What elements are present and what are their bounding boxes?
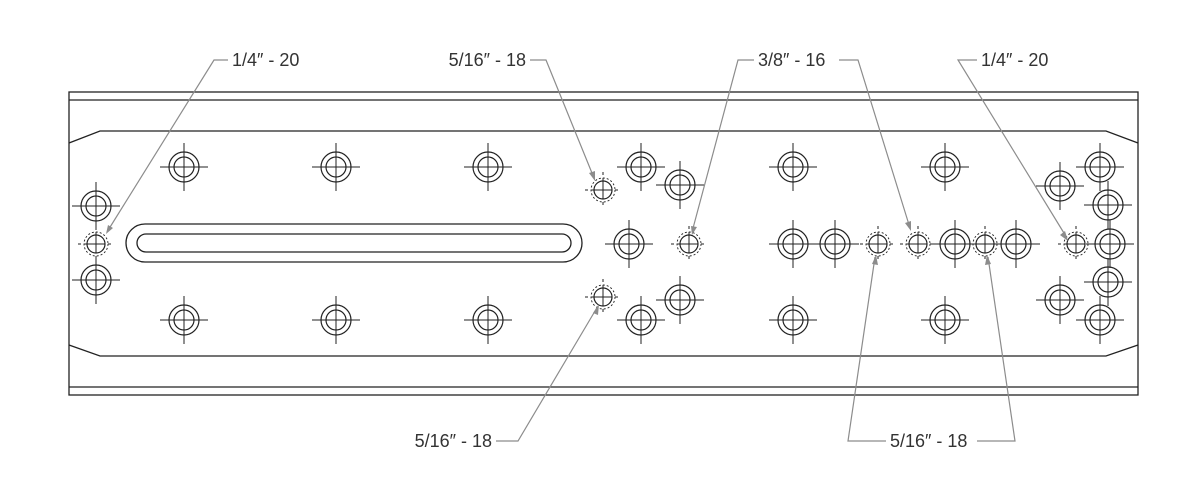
threaded-hole <box>900 226 936 262</box>
callout-right-quarter: 1/4″ - 20 <box>981 50 1048 70</box>
counterbored-hole <box>1084 181 1132 229</box>
counterbored-hole <box>160 296 208 344</box>
counterbored-hole <box>72 182 120 230</box>
counterbored-hole <box>312 143 360 191</box>
outer-ring <box>1094 228 1126 260</box>
outer-ring <box>929 304 961 336</box>
counterbored-hole <box>656 161 704 209</box>
arrowhead <box>593 304 599 315</box>
counterbored-hole <box>1076 296 1124 344</box>
outer-ring <box>80 264 112 296</box>
counterbored-hole <box>617 143 665 191</box>
outer-ring <box>472 151 504 183</box>
callout-arrowheads <box>106 171 1068 315</box>
leader-left-quarter <box>106 59 228 233</box>
plate-body <box>68 91 1139 396</box>
counterbored-hole <box>921 296 969 344</box>
callout-leaders <box>106 59 1068 442</box>
callout-left-quarter: 1/4″ - 20 <box>232 50 299 70</box>
leader-bottom-five-sixteenths-left <box>496 305 599 442</box>
counterbored-hole <box>769 220 817 268</box>
counterbored-hole <box>464 143 512 191</box>
counterbored-hole <box>921 143 969 191</box>
outer-ring <box>625 151 657 183</box>
threaded-hole <box>860 226 896 262</box>
callout-bottom-five-sixteenths-left: 5/16″ - 18 <box>415 431 492 451</box>
outer-ring <box>929 151 961 183</box>
outer-ring <box>1044 284 1076 316</box>
counterbored-hole <box>992 220 1040 268</box>
outer-ring <box>664 169 696 201</box>
outer-ring <box>1092 266 1124 298</box>
threaded-hole <box>585 279 621 315</box>
outer-ring <box>777 304 809 336</box>
callout-bottom-five-sixteenths-right: 5/16″ - 18 <box>890 431 967 451</box>
counterbored-hole <box>769 296 817 344</box>
thread-ring <box>590 177 616 203</box>
thread-ring <box>905 231 931 257</box>
counterbored-hole <box>1036 276 1084 324</box>
arrowhead <box>985 255 991 265</box>
thread-ring <box>83 231 109 257</box>
threaded-hole <box>671 226 707 262</box>
counterbored-hole <box>656 276 704 324</box>
thread-ring <box>676 231 702 257</box>
leader-three-eighths-b <box>839 59 911 229</box>
outer-ring <box>1092 189 1124 221</box>
threaded-hole <box>78 226 114 262</box>
leader-bottom-five-sixteenths-right-a <box>847 256 886 442</box>
counterbored-hole <box>1036 162 1084 210</box>
thread-ring <box>865 231 891 257</box>
threaded-hole <box>585 172 621 208</box>
leader-bottom-five-sixteenths-right-b <box>977 256 1016 442</box>
outer-ring <box>1044 170 1076 202</box>
outer-ring <box>168 304 200 336</box>
outer-ring <box>1084 151 1116 183</box>
counterbored-hole <box>1084 258 1132 306</box>
outer-ring <box>1000 228 1032 260</box>
callout-top-five-sixteenths: 5/16″ - 18 <box>449 50 526 70</box>
outer-ring <box>320 304 352 336</box>
arrowhead <box>1060 231 1068 241</box>
counterbored-hole <box>769 143 817 191</box>
counterbored-hole <box>605 220 653 268</box>
leader-top-five-sixteenths <box>530 59 595 179</box>
outer-ring <box>80 190 112 222</box>
holes <box>72 143 1134 344</box>
outer-ring <box>777 228 809 260</box>
outer-ring <box>664 284 696 316</box>
arrowhead <box>106 225 113 234</box>
outer-ring <box>777 151 809 183</box>
outer-ring <box>625 304 657 336</box>
outer-ring <box>819 228 851 260</box>
counterbored-hole <box>312 296 360 344</box>
thread-ring <box>590 284 616 310</box>
outer-ring <box>472 304 504 336</box>
outer-ring <box>320 151 352 183</box>
leader-right-quarter <box>956 59 1068 239</box>
counterbored-hole <box>464 296 512 344</box>
callout-three-eighths: 3/8″ - 16 <box>758 50 825 70</box>
counterbored-hole <box>811 220 859 268</box>
arrowhead <box>905 221 911 231</box>
outer-ring <box>613 228 645 260</box>
slot <box>125 223 583 263</box>
counterbored-hole <box>617 296 665 344</box>
leader-three-eighths <box>691 59 754 233</box>
outer-ring <box>168 151 200 183</box>
counterbored-hole <box>1086 220 1134 268</box>
counterbored-hole <box>931 220 979 268</box>
arrowhead <box>589 171 595 181</box>
arrowhead <box>691 226 697 235</box>
callout-labels: 1/4″ - 20 5/16″ - 18 3/8″ - 16 1/4″ - 20… <box>232 50 1048 451</box>
counterbored-hole <box>160 143 208 191</box>
counterbored-hole <box>1076 143 1124 191</box>
arrowhead <box>872 255 878 265</box>
outer-ring <box>1084 304 1116 336</box>
counterbored-hole <box>72 256 120 304</box>
